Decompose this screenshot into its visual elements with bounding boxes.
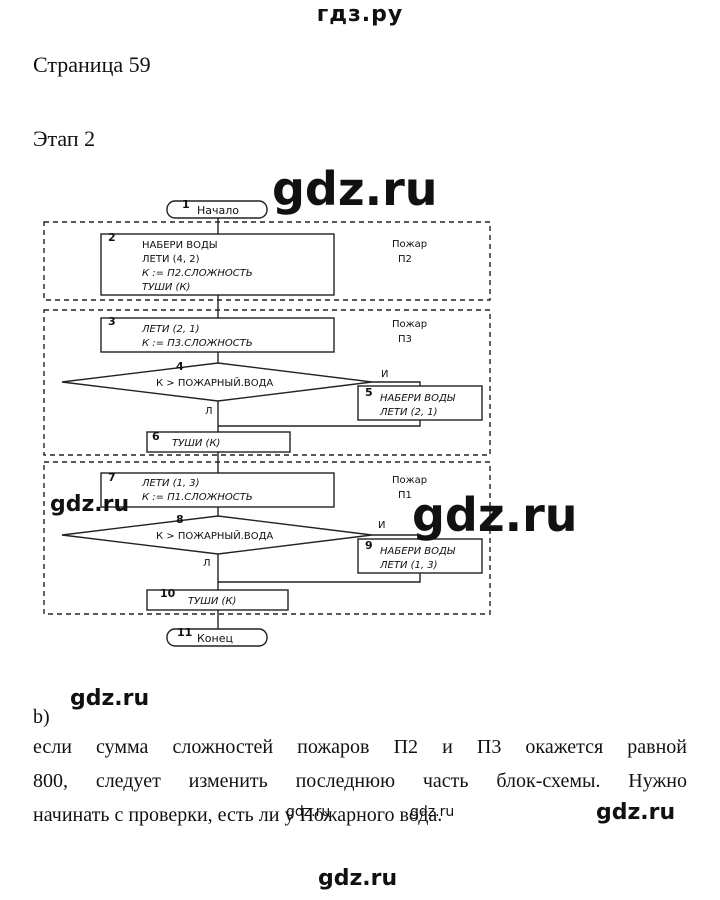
answer-line-3: начинать с проверки, есть ли у Пожарного… [33, 804, 443, 826]
decision-4-yes: И [381, 369, 388, 380]
block-2-line-1: НАБЕРИ ВОДЫ [142, 240, 218, 251]
watermark-small-1: gdz.ru [50, 492, 130, 517]
stage-title: Этап 2 [33, 126, 96, 151]
block-6-num: 6 [152, 430, 160, 443]
end-terminator [166, 628, 268, 647]
block-9-line-1: НАБЕРИ ВОДЫ [380, 546, 456, 557]
block-10-label: ТУШИ (К) [188, 596, 236, 607]
block-5-num: 5 [365, 386, 373, 399]
block-2-line-3: К := П2.СЛОЖНОСТЬ [142, 268, 253, 279]
block-7-line-1: ЛЕТИ (1, 3) [141, 478, 200, 489]
block-6-label: ТУШИ (К) [172, 438, 220, 449]
block-7-num: 7 [108, 471, 116, 484]
section-p2 [43, 221, 491, 301]
watermark-small-2: gdz.ru [70, 686, 150, 711]
block-7-line-2: К := П1.СЛОЖНОСТЬ [142, 492, 253, 503]
block-10-num: 10 [160, 587, 176, 600]
end-label: Конец [197, 632, 233, 645]
decision-4-label: К > ПОЖАРНЫЙ.ВОДА [156, 376, 273, 389]
watermark-tiny-2: gdz.ru [410, 804, 455, 820]
block-2-line-4: ТУШИ (К) [142, 282, 190, 293]
watermark-footer: gdz.ru [318, 866, 398, 891]
decision-8-yes: И [378, 520, 385, 531]
section-p2-label-1: Пожар [392, 239, 427, 250]
section-p1-label-1: Пожар [392, 475, 427, 486]
section-p3-label-1: Пожар [392, 319, 427, 330]
block-3-line-2: К := П3.СЛОЖНОСТЬ [142, 338, 253, 349]
answer-label: b) [33, 706, 50, 728]
block-5-line-2: ЛЕТИ (2, 1) [379, 407, 438, 418]
answer-line-1: если сумма сложностей пожаров П2 и П3 ок… [33, 736, 687, 758]
block-3-line-1: ЛЕТИ (2, 1) [141, 324, 200, 335]
block-2-num: 2 [108, 231, 116, 244]
block-9-line-2: ЛЕТИ (1, 3) [379, 560, 438, 571]
start-terminator [166, 200, 268, 219]
decision-8-no: Л [203, 558, 211, 569]
site-header: гдз.ру [316, 2, 404, 27]
page-number: Страница 59 [33, 52, 151, 77]
section-p1 [43, 461, 491, 615]
block-2-line-2: ЛЕТИ (4, 2) [142, 254, 200, 265]
decision-4-num: 4 [176, 360, 184, 373]
watermark-small-3: gdz.ru [596, 800, 676, 825]
answer-line-2: 800, следует изменить последнюю часть бл… [33, 770, 687, 792]
watermark-tiny-1: gdz.ru [286, 804, 331, 820]
decision-8-label: К > ПОЖАРНЫЙ.ВОДА [156, 529, 273, 542]
flowchart: 1 Начало 11 Конец Пожар П2 Пожар П3 Пожа… [43, 198, 491, 647]
block-5-line-1: НАБЕРИ ВОДЫ [380, 393, 456, 404]
answer-paragraph: если сумма сложностей пожаров П2 и П3 ок… [33, 730, 687, 832]
decision-4-no: Л [205, 406, 213, 417]
block-3-num: 3 [108, 315, 116, 328]
end-num: 11 [177, 626, 192, 639]
block-9-num: 9 [365, 539, 373, 552]
watermark-large-1: gdz.ru [272, 162, 438, 216]
decision-8-num: 8 [176, 513, 184, 526]
start-label: Начало [197, 204, 239, 217]
start-num: 1 [182, 198, 190, 211]
watermark-large-2: gdz.ru [412, 488, 578, 542]
section-p2-label-2: П2 [398, 254, 412, 265]
section-p1-label-2: П1 [398, 490, 412, 501]
section-p3-label-2: П3 [398, 334, 412, 345]
section-p3 [43, 309, 491, 456]
